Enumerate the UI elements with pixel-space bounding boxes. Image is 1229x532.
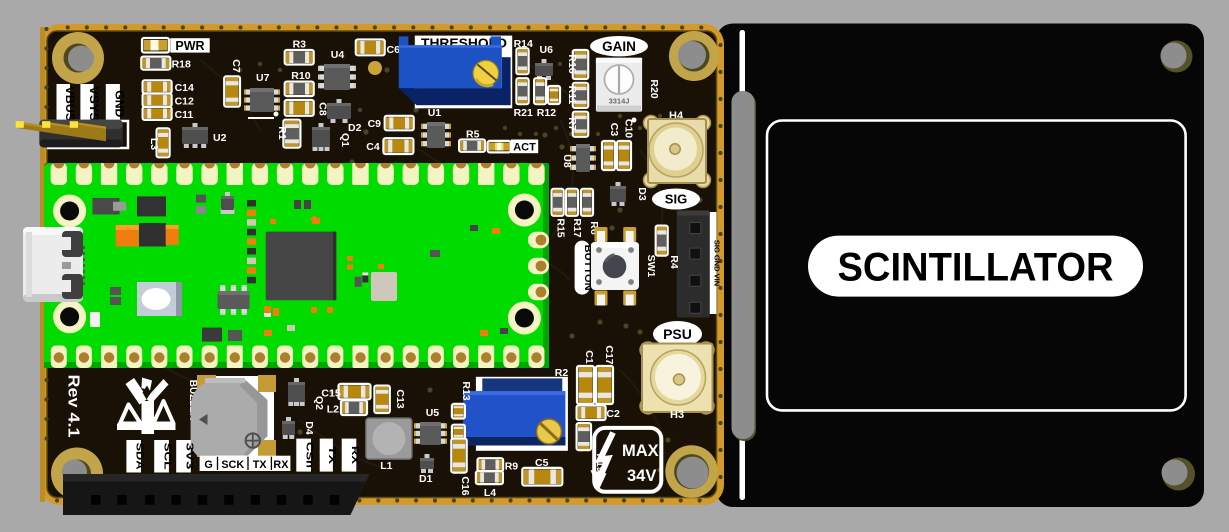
svg-text:G: G xyxy=(204,459,212,471)
svg-text:3V3: 3V3 xyxy=(183,443,195,470)
svg-text:H3: H3 xyxy=(670,409,684,421)
svg-text:Rev 4.1: Rev 4.1 xyxy=(65,375,82,438)
svg-text:R2: R2 xyxy=(555,367,569,379)
svg-text:SCINTILLATOR: SCINTILLATOR xyxy=(838,246,1114,290)
svg-text:BUTTON: BUTTON xyxy=(582,245,593,291)
svg-text:D2: D2 xyxy=(348,122,362,134)
svg-text:Q2: Q2 xyxy=(313,396,325,410)
svg-text:L1: L1 xyxy=(380,460,392,472)
svg-text:D4: D4 xyxy=(303,421,315,435)
svg-text:U7: U7 xyxy=(256,72,270,84)
svg-text:C10: C10 xyxy=(622,119,634,138)
svg-text:GAIN: GAIN xyxy=(602,39,636,54)
svg-text:C16: C16 xyxy=(459,476,471,495)
svg-text:VBUS: VBUS xyxy=(63,86,75,121)
svg-text:R11: R11 xyxy=(566,86,578,105)
svg-text:RX: RX xyxy=(349,446,361,464)
svg-text:R15: R15 xyxy=(554,218,566,237)
svg-text:R5: R5 xyxy=(466,129,480,141)
svg-text:R14: R14 xyxy=(514,38,533,50)
svg-text:GND: GND xyxy=(113,90,125,117)
svg-text:TX: TX xyxy=(253,459,268,471)
svg-text:C3: C3 xyxy=(608,123,620,137)
svg-text:C5: C5 xyxy=(535,457,549,469)
svg-text:MAX: MAX xyxy=(622,442,659,460)
svg-text:C6: C6 xyxy=(387,44,401,56)
svg-text:C13: C13 xyxy=(394,389,406,408)
svg-text:U1: U1 xyxy=(428,107,442,119)
svg-text:C14: C14 xyxy=(175,82,194,94)
svg-text:SW1: SW1 xyxy=(645,255,657,278)
svg-text:PSU: PSU xyxy=(663,326,692,342)
svg-text:R3: R3 xyxy=(293,39,307,51)
svg-text:R16: R16 xyxy=(566,54,578,73)
svg-text:RX: RX xyxy=(273,459,289,471)
svg-text:34V: 34V xyxy=(627,467,656,485)
svg-text:U5: U5 xyxy=(426,407,440,419)
svg-text:D1: D1 xyxy=(419,473,433,485)
svg-text:VSYS: VSYS xyxy=(87,86,99,121)
svg-text:C4: C4 xyxy=(366,141,380,153)
svg-text:C15: C15 xyxy=(321,388,340,400)
svg-text:R4: R4 xyxy=(668,255,680,269)
svg-text:R10: R10 xyxy=(291,70,310,82)
svg-text:Q1: Q1 xyxy=(339,133,351,147)
svg-text:R13: R13 xyxy=(460,381,472,400)
svg-text:L2: L2 xyxy=(327,404,339,416)
svg-text:SIG GND VIN: SIG GND VIN xyxy=(712,240,721,286)
svg-text:C11: C11 xyxy=(175,109,194,121)
svg-text:CSn: CSn xyxy=(304,442,316,468)
svg-text:R21: R21 xyxy=(514,107,533,119)
svg-text:U6: U6 xyxy=(540,44,554,56)
svg-text:C12: C12 xyxy=(175,96,194,108)
svg-text:U4: U4 xyxy=(331,49,345,61)
svg-text:C2: C2 xyxy=(606,408,620,420)
svg-text:C9: C9 xyxy=(368,118,382,130)
svg-text:C8: C8 xyxy=(316,102,328,116)
svg-text:PWR: PWR xyxy=(175,39,204,53)
svg-text:ACT: ACT xyxy=(513,142,536,154)
svg-text:R18: R18 xyxy=(172,59,191,71)
svg-text:U8: U8 xyxy=(561,154,573,168)
svg-text:SCL: SCL xyxy=(161,443,173,471)
svg-text:SIG: SIG xyxy=(665,192,687,207)
svg-text:C1: C1 xyxy=(583,350,595,364)
svg-text:R19: R19 xyxy=(594,453,606,472)
svg-text:R9: R9 xyxy=(505,461,519,473)
svg-text:D3: D3 xyxy=(636,187,648,201)
svg-text:L4: L4 xyxy=(484,487,496,499)
svg-text:SDA: SDA xyxy=(134,443,146,471)
svg-text:R17: R17 xyxy=(571,218,583,237)
svg-text:U2: U2 xyxy=(213,132,227,144)
svg-text:3314J: 3314J xyxy=(609,97,630,106)
svg-text:L3: L3 xyxy=(148,138,160,150)
svg-text:C7: C7 xyxy=(230,59,242,73)
svg-text:R12: R12 xyxy=(537,107,556,119)
svg-text:C17: C17 xyxy=(603,345,615,364)
svg-text:SCK: SCK xyxy=(221,459,244,471)
svg-text:R1: R1 xyxy=(276,126,288,140)
svg-text:TX: TX xyxy=(326,446,338,464)
svg-text:R7: R7 xyxy=(566,117,578,131)
svg-text:R20: R20 xyxy=(648,79,660,98)
